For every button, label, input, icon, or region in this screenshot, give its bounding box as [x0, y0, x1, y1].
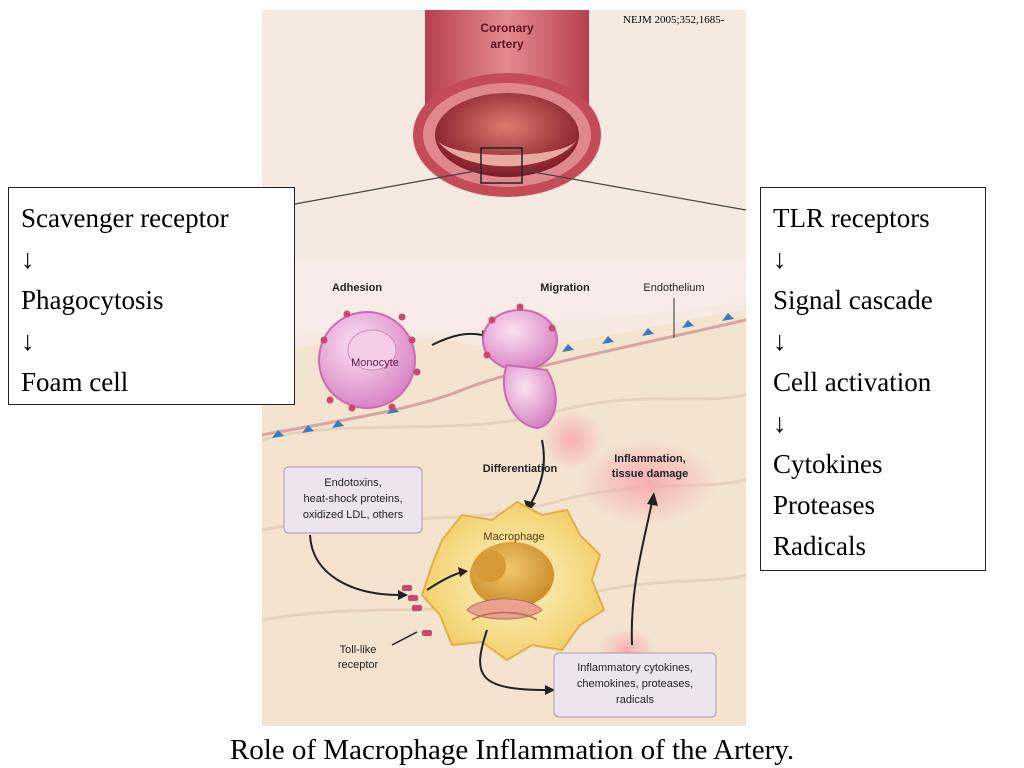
- artery-label-line1: Coronary: [480, 21, 534, 35]
- output-arrow: [479, 629, 548, 691]
- toll-like-label-line2: receptor: [338, 659, 379, 671]
- right-line-7: Cytokines: [773, 449, 883, 479]
- monocyte-label: Monocyte: [351, 357, 399, 369]
- citation: NEJM 2005;352,1685-: [623, 14, 725, 26]
- left-line-1: Scavenger receptor: [21, 203, 229, 233]
- right-line-8: Proteases: [773, 490, 875, 520]
- products-box: [553, 652, 717, 718]
- tlr-pathway-box: TLR receptors ↓ Signal cascade ↓ Cell ac…: [760, 187, 986, 571]
- monocyte-cell: [318, 310, 421, 412]
- triggers-line2: heat-shock proteins,: [303, 493, 402, 505]
- right-arrow-2: ↓: [773, 326, 787, 356]
- toll-like-receptors: [402, 585, 432, 636]
- scavenger-pathway-box: Scavenger receptor ↓ Phagocytosis ↓ Foam…: [8, 187, 295, 405]
- right-line-1: TLR receptors: [773, 203, 930, 233]
- migrating-cell: [482, 303, 558, 430]
- figure-panel: Coronary artery Adhesion Migration Endot…: [262, 10, 746, 726]
- triggers-box: [283, 466, 423, 534]
- products-line1: Inflammatory cytokines,: [577, 662, 693, 674]
- inflammation-arrow: [630, 501, 653, 646]
- endothelium-label: Endothelium: [643, 282, 704, 294]
- endothelium-layer: [262, 318, 746, 437]
- right-line-5: Cell activation: [773, 367, 932, 397]
- migration-label: Migration: [540, 282, 590, 294]
- coronary-artery: [413, 10, 601, 197]
- right-arrow-1: ↓: [773, 244, 787, 274]
- products-line2: chemokines, proteases,: [577, 678, 693, 690]
- differentiation-arrow: [529, 439, 545, 506]
- zoom-frame: [480, 147, 523, 184]
- figure-caption: Role of Macrophage Inflammation of the A…: [229, 734, 795, 766]
- inflammation-label-line1: Inflammation,: [614, 453, 686, 465]
- right-arrow-3: ↓: [773, 408, 787, 438]
- triggers-line1: Endotoxins,: [324, 477, 381, 489]
- adhesion-label: Adhesion: [332, 282, 382, 294]
- differentiation-label: Differentiation: [483, 463, 558, 475]
- macrophage-cell: [420, 500, 606, 662]
- left-line-5: Foam cell: [21, 367, 129, 397]
- toll-like-label-line1: Toll-like: [340, 644, 377, 656]
- left-arrow-2: ↓: [21, 326, 35, 356]
- left-arrow-1: ↓: [21, 244, 35, 274]
- inflammation-diagram: Coronary artery Adhesion Migration Endot…: [262, 10, 746, 726]
- endothelium-markers: [272, 313, 734, 438]
- macrophage-label: Macrophage: [483, 531, 544, 543]
- trigger-arrow: [309, 534, 401, 596]
- artery-label-line2: artery: [490, 37, 524, 51]
- products-line3: radicals: [616, 694, 654, 706]
- inflammation-label-line2: tissue damage: [612, 468, 688, 480]
- left-line-3: Phagocytosis: [21, 285, 164, 315]
- right-line-3: Signal cascade: [773, 285, 933, 315]
- right-line-9: Radicals: [773, 531, 866, 561]
- triggers-line3: oxidized LDL, others: [303, 509, 404, 521]
- adhesion-arrow: [431, 332, 483, 346]
